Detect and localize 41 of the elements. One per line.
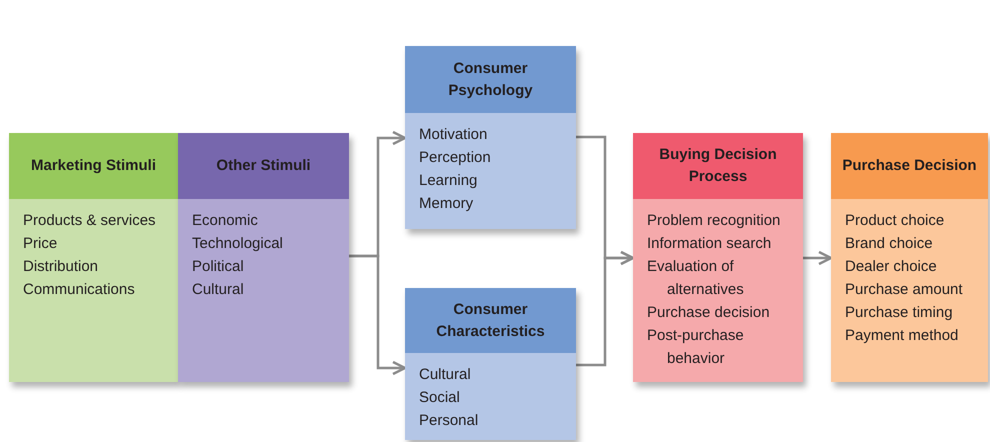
list-item: Social: [419, 388, 460, 408]
list-item: Memory: [419, 194, 474, 214]
list-item: Brand choice: [845, 234, 933, 254]
box-heading: Purchase Decision: [831, 133, 988, 199]
list-item: Economic: [192, 211, 258, 231]
list-item: Technological: [192, 234, 283, 254]
list-item: Products & services: [23, 211, 156, 231]
list-item: Political: [192, 257, 244, 277]
category-box: [405, 46, 576, 229]
box-heading: Marketing Stimuli: [9, 133, 178, 199]
list-item: Evaluation of alternatives: [647, 257, 745, 300]
list-item: Dealer choice: [845, 257, 937, 277]
list-item: Purchase timing: [845, 303, 953, 323]
list-item: Cultural: [192, 280, 244, 300]
list-item: Purchase amount: [845, 280, 963, 300]
category-box: [405, 288, 576, 440]
list-item: Problem recognition: [647, 211, 780, 231]
list-item: Payment method: [845, 326, 958, 346]
category-box: [831, 133, 988, 382]
list-item: Cultural: [419, 365, 471, 385]
category-box: [9, 133, 178, 382]
arrow: [349, 254, 406, 376]
category-box: [633, 133, 803, 382]
list-item: Distribution: [23, 257, 98, 277]
box-heading: Consumer Psychology: [405, 46, 576, 113]
list-item: Purchase decision: [647, 303, 770, 323]
arrow: [576, 250, 634, 366]
list-item: Post-purchase behavior: [647, 326, 745, 369]
list-item: Personal: [419, 411, 478, 431]
list-item: Price: [23, 234, 58, 254]
arrow: [803, 250, 832, 266]
category-box: [178, 133, 349, 382]
list-item: Communications: [23, 280, 135, 300]
box-heading: Buying Decision Process: [633, 133, 803, 199]
list-item: Learning: [419, 171, 478, 191]
box-heading: Other Stimuli: [178, 133, 349, 199]
list-item: Product choice: [845, 211, 944, 231]
list-item: Information search: [647, 234, 772, 254]
list-item: Motivation: [419, 125, 488, 145]
box-heading: Consumer Characteristics: [405, 288, 576, 353]
list-item: Perception: [419, 148, 491, 168]
